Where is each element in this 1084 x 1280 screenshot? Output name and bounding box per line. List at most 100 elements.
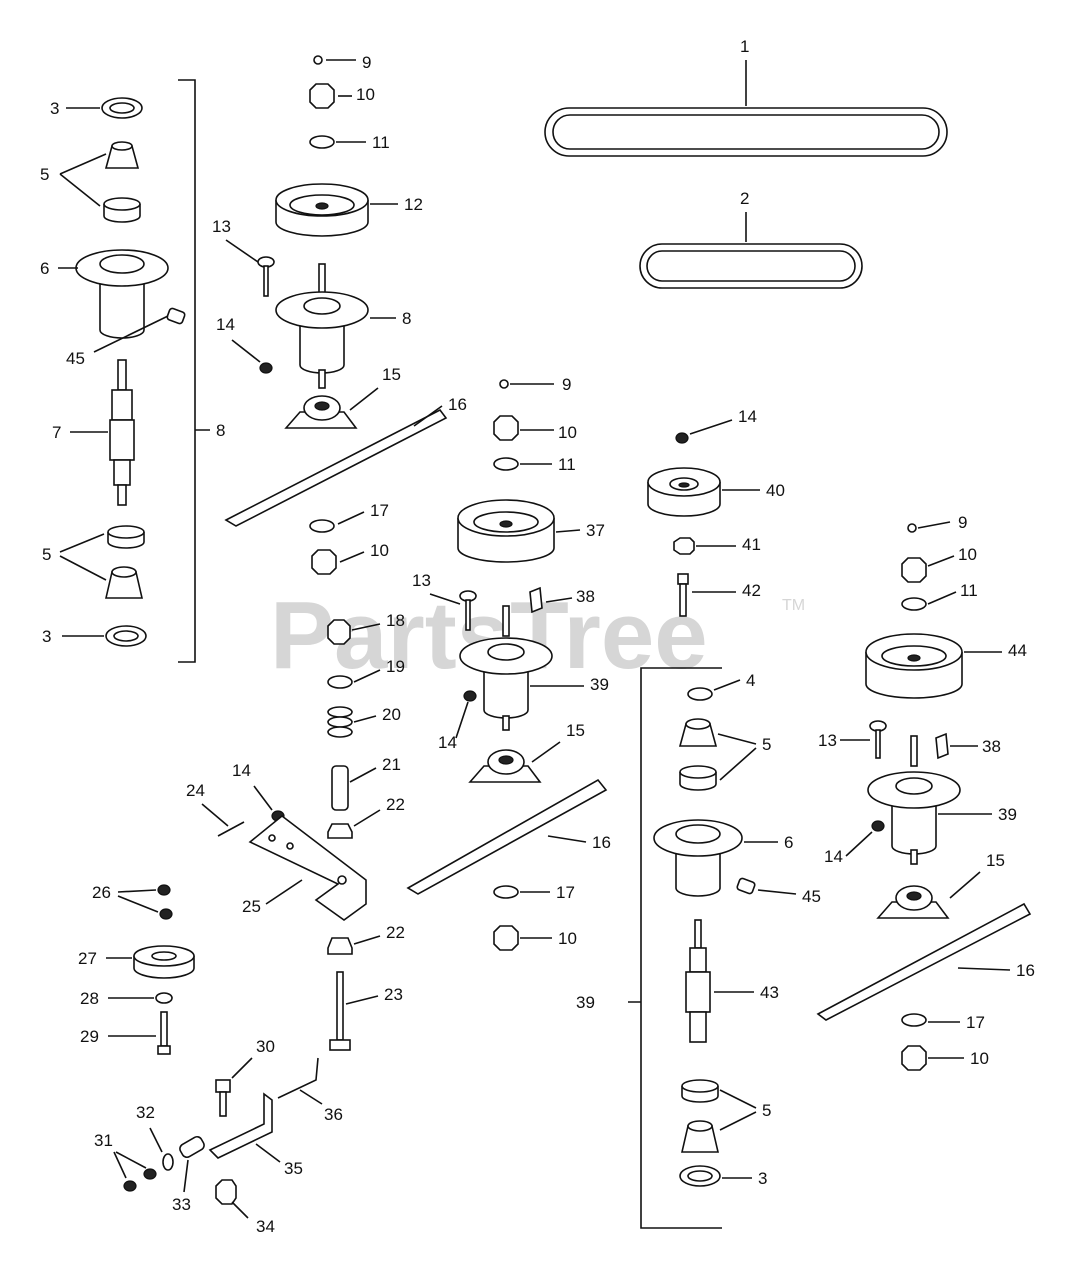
callout-c38b: 38 — [950, 737, 1001, 756]
callout-number: 41 — [742, 535, 761, 554]
callout-number: 9 — [562, 375, 571, 394]
callout-c5d: 5 — [719, 1089, 771, 1131]
callout-c31: 31 — [94, 1131, 147, 1179]
callout-number: 28 — [80, 989, 99, 1008]
leader-line — [59, 173, 101, 207]
callout-number: 35 — [284, 1159, 303, 1178]
leader-line — [231, 339, 261, 363]
leader-line — [117, 895, 159, 913]
callout-c40: 40 — [722, 481, 785, 500]
bracket-assembly-8 — [178, 79, 210, 663]
leader-line — [353, 715, 377, 723]
leader-line — [337, 511, 365, 525]
callout-c6b: 6 — [744, 833, 793, 852]
leader-line — [957, 967, 1011, 971]
callout-c30: 30 — [231, 1037, 275, 1079]
callout-c22a: 22 — [353, 795, 405, 827]
callout-c1: 1 — [740, 37, 749, 106]
bearing-cup-bottom-left — [105, 625, 147, 647]
callout-layer: 1235645753891011121381415161710910113713… — [40, 37, 1035, 1236]
leader-line — [265, 879, 303, 905]
leader-line — [719, 1111, 757, 1131]
callout-c15a: 15 — [349, 365, 401, 411]
nut-41 — [673, 537, 695, 555]
bracket-assembly-39 — [628, 667, 722, 1229]
callout-number: 44 — [1008, 641, 1027, 660]
callout-c10a: 10 — [338, 85, 375, 104]
spindle-housing-39a — [459, 605, 553, 731]
bolt-42 — [677, 573, 689, 617]
callout-c36: 36 — [299, 1089, 343, 1124]
callout-c14b: 14 — [438, 701, 469, 752]
callout-c9c: 9 — [917, 513, 967, 532]
callout-number: 24 — [186, 781, 205, 800]
washer-11c — [901, 597, 927, 611]
washer-11b — [493, 457, 519, 471]
callout-number: 5 — [762, 1101, 771, 1120]
callout-c11b: 11 — [520, 455, 576, 474]
callout-number: 10 — [958, 545, 977, 564]
callout-c32: 32 — [136, 1103, 163, 1153]
lock-nut-10e — [901, 557, 927, 583]
callout-number: 5 — [42, 545, 51, 564]
callout-c45a: 45 — [66, 315, 169, 368]
callout-number: 32 — [136, 1103, 155, 1122]
callout-c14c: 14 — [689, 407, 757, 435]
leader-line — [949, 871, 981, 899]
callout-number: 2 — [740, 189, 749, 208]
tapered-bearing-bottom-right — [680, 1120, 720, 1153]
carriage-bolt-13a — [257, 256, 275, 297]
callout-number: 39 — [998, 805, 1017, 824]
callout-c24: 24 — [186, 781, 229, 827]
spindle-housing-39c — [867, 735, 961, 865]
callout-number: 10 — [558, 423, 577, 442]
callout-number: 9 — [362, 53, 371, 72]
callout-number: 5 — [40, 165, 49, 184]
washer-19 — [327, 675, 353, 689]
callout-number: 10 — [370, 541, 389, 560]
callout-c39c: 39 — [938, 805, 1017, 824]
leader-line — [351, 623, 381, 631]
callout-number: 36 — [324, 1105, 343, 1124]
callout-c8a: 8 — [370, 309, 411, 328]
blade-adapter-15b — [468, 749, 542, 783]
leader-line — [113, 1151, 127, 1179]
leader-line — [719, 747, 757, 781]
callout-number: 4 — [746, 671, 755, 690]
callout-c34: 34 — [231, 1201, 275, 1236]
callout-c39a: 39 — [530, 675, 609, 694]
callout-number: 14 — [232, 761, 251, 780]
callout-c15c: 15 — [949, 851, 1005, 899]
leader-line — [117, 889, 157, 893]
carriage-bolt-13b — [459, 590, 477, 631]
leader-line — [555, 529, 581, 533]
callout-c37: 37 — [555, 521, 605, 540]
callout-number: 1 — [740, 37, 749, 56]
callout-number: 7 — [52, 423, 61, 442]
washer-17c — [901, 1013, 927, 1027]
callout-c20: 20 — [353, 705, 401, 724]
pin-24 — [217, 821, 245, 837]
blade-16c — [816, 902, 1032, 1021]
leader-line — [149, 1127, 163, 1153]
callout-c43: 43 — [714, 983, 779, 1002]
callout-c9a: 9 — [326, 53, 371, 72]
leader-line — [713, 679, 741, 691]
callout-number: 14 — [438, 733, 457, 752]
leader-line — [349, 387, 379, 411]
blade-adapter-15c — [876, 885, 950, 919]
callout-c10d: 10 — [520, 929, 577, 948]
callout-c8b: 8 — [216, 421, 225, 440]
callout-number: 31 — [94, 1131, 113, 1150]
spring-33 — [179, 1135, 205, 1159]
callout-c2: 2 — [740, 189, 749, 242]
key-38b — [935, 732, 949, 760]
callout-number: 11 — [372, 133, 390, 152]
washer-17a — [309, 519, 335, 533]
callout-number: 6 — [40, 259, 49, 278]
callout-number: 15 — [986, 851, 1005, 870]
callout-number: 18 — [386, 611, 405, 630]
callout-number: 25 — [242, 897, 261, 916]
callout-number: 19 — [386, 657, 405, 676]
